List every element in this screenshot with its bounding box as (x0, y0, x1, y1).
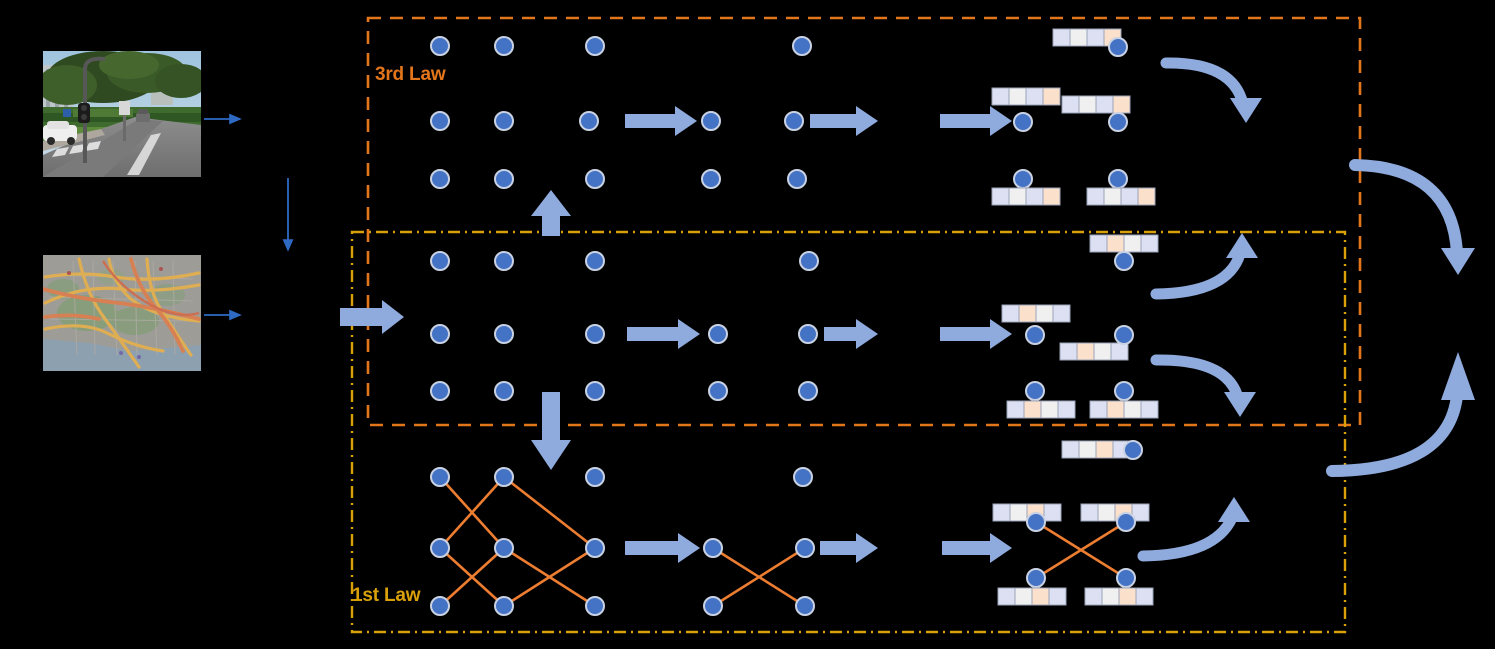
node (494, 596, 514, 616)
node (585, 538, 605, 558)
node (430, 169, 450, 189)
node (430, 111, 450, 131)
node (798, 324, 818, 344)
node (585, 36, 605, 56)
node (792, 36, 812, 56)
node (787, 169, 807, 189)
curved-arrow-middle-up (1150, 233, 1258, 300)
node (585, 251, 605, 271)
node (430, 596, 450, 616)
curved-arrow-top-down (1160, 57, 1262, 123)
node (701, 169, 721, 189)
thick-arrow-row (824, 319, 878, 349)
token-node-group (1084, 568, 1154, 606)
node (701, 111, 721, 131)
node (430, 251, 450, 271)
curved-arrow-bottom-up (1137, 497, 1250, 562)
node (708, 324, 728, 344)
token-node-group (992, 503, 1062, 532)
token-node-group (1089, 234, 1159, 271)
label-1st-law: 1st Law (352, 585, 421, 606)
node (784, 111, 804, 131)
node (494, 251, 514, 271)
node (798, 381, 818, 401)
node (585, 324, 605, 344)
label-3rd-law: 3rd Law (375, 64, 446, 85)
node (585, 381, 605, 401)
band-top (430, 28, 1156, 206)
token-node-group (1059, 325, 1134, 361)
band-middle (430, 234, 1159, 460)
node (795, 538, 815, 558)
node (494, 36, 514, 56)
node (494, 381, 514, 401)
token-node-group (1061, 95, 1131, 132)
node (585, 467, 605, 487)
token-node-group (1001, 304, 1071, 345)
curved-arrow-right-up (1326, 352, 1475, 477)
thick-arrow-entry (340, 300, 404, 334)
token-node-group (1006, 381, 1076, 419)
node (793, 467, 813, 487)
node (430, 538, 450, 558)
street-view-image (43, 51, 201, 177)
node (703, 596, 723, 616)
node (494, 538, 514, 558)
thick-arrow-row (810, 106, 878, 136)
node (430, 467, 450, 487)
node (579, 111, 599, 131)
thick-arrow-row (625, 533, 700, 563)
thick-arrow-down-band (531, 392, 571, 470)
node (703, 538, 723, 558)
graph-edges (1035, 520, 1127, 580)
node (430, 36, 450, 56)
node (585, 169, 605, 189)
node (494, 324, 514, 344)
node (430, 324, 450, 344)
band-bottom (430, 467, 1154, 616)
node (494, 111, 514, 131)
token-node-group (991, 87, 1061, 132)
thick-arrow-row (625, 106, 697, 136)
token-node-group (1052, 28, 1128, 57)
thick-arrow-row (942, 533, 1012, 563)
curved-arrow-middle-down (1150, 354, 1256, 417)
token-node-group (1086, 169, 1156, 206)
graph-edges (439, 475, 596, 608)
token-node-group (1061, 440, 1143, 460)
thick-arrow-row (940, 106, 1012, 136)
map-image (43, 255, 201, 371)
graph-edges (712, 546, 806, 608)
token-node-group (997, 568, 1067, 606)
token-node-group (1089, 381, 1159, 419)
node (494, 467, 514, 487)
box-1st-law (350, 230, 1347, 634)
node (430, 381, 450, 401)
node (708, 381, 728, 401)
node (799, 251, 819, 271)
box-3rd-law (366, 16, 1362, 427)
thick-arrow-row (820, 533, 878, 563)
token-node-group (1080, 503, 1150, 532)
thick-arrow-row (627, 319, 700, 349)
thick-arrow-row (940, 319, 1012, 349)
thick-arrow-up-band (531, 190, 571, 236)
token-node-group (991, 169, 1061, 206)
curved-arrow-right-down (1349, 159, 1475, 275)
node (585, 596, 605, 616)
node (795, 596, 815, 616)
node (494, 169, 514, 189)
